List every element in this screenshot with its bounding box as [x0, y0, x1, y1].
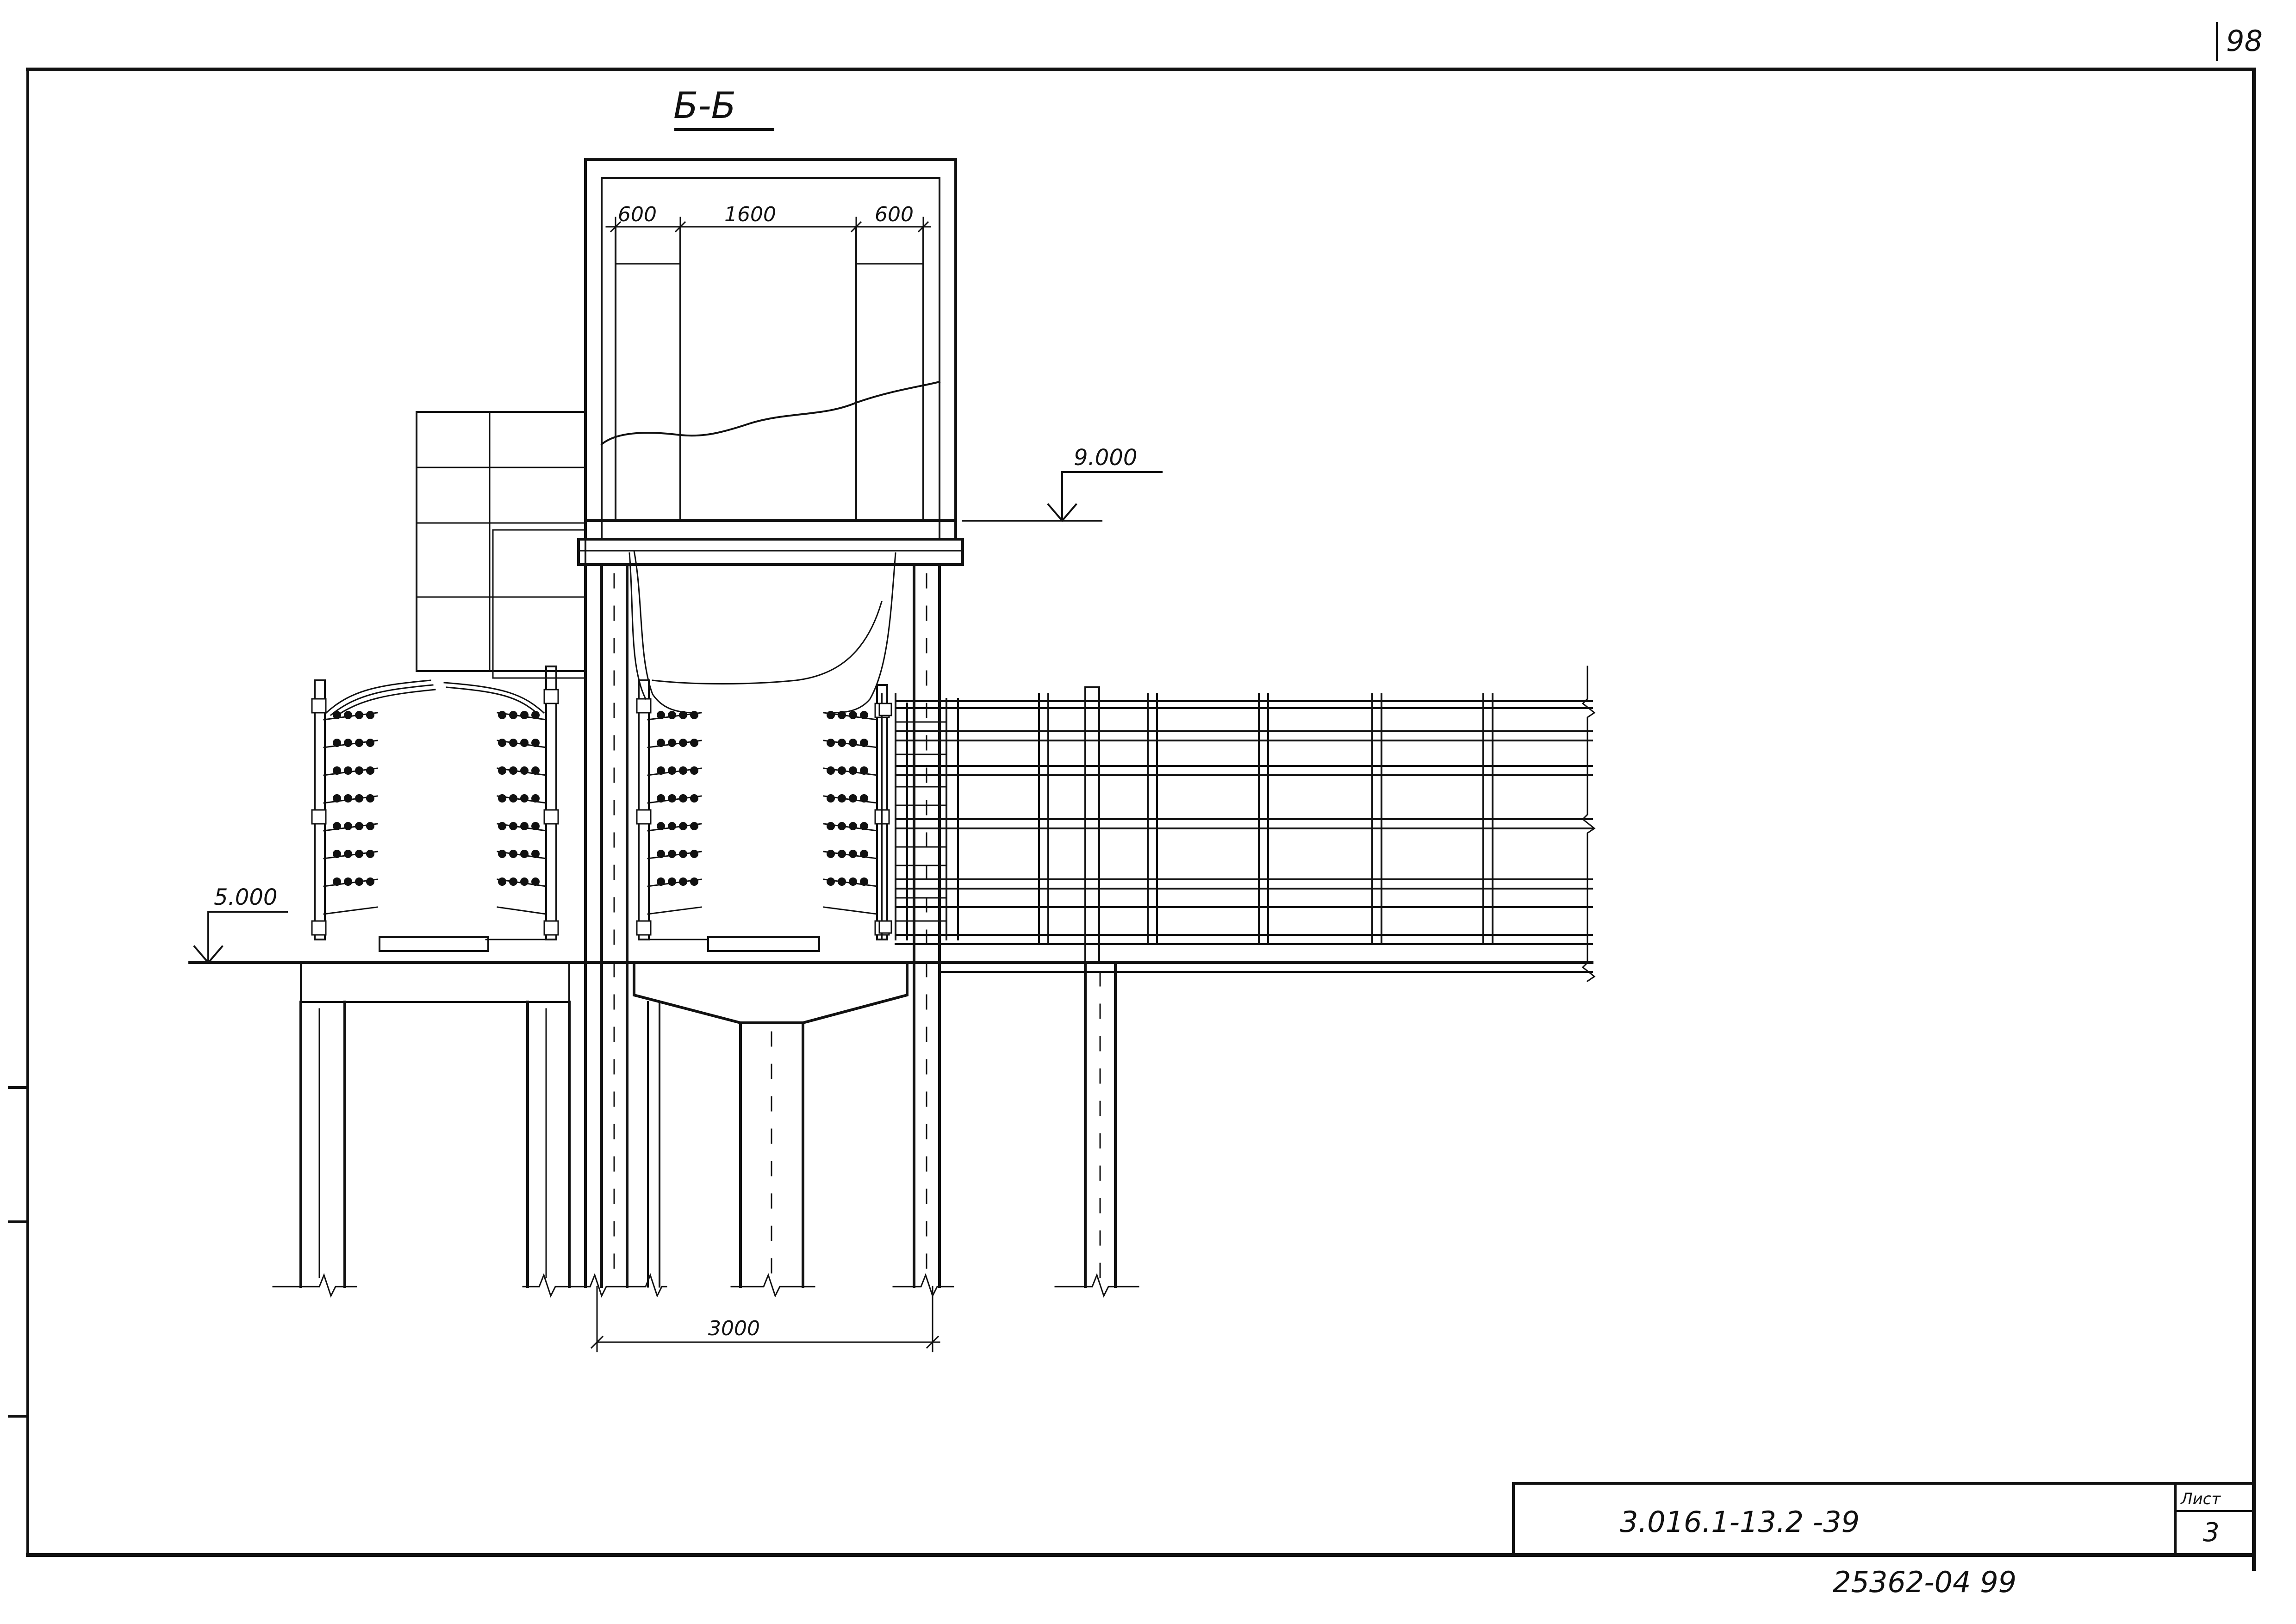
- top-dimension-chain: [605, 217, 931, 237]
- bottom-dimension: [590, 1286, 940, 1352]
- insulator-tier-group-4: [652, 552, 896, 915]
- main-columns: [584, 563, 941, 1288]
- sheet-frame: [8, 22, 2256, 1571]
- level-lower: 5.000: [214, 884, 277, 910]
- dim-top-middle: 1600: [724, 203, 776, 226]
- support-piers: [272, 961, 1139, 1298]
- level-mark-lower: [193, 911, 288, 964]
- sheet-number: 3: [2203, 1518, 2220, 1548]
- insulator-tier-group-3: [628, 550, 702, 915]
- section-title: Б-Б: [673, 85, 736, 127]
- insulator-tier-group-1: [323, 679, 436, 915]
- auxiliary-building: [416, 411, 586, 679]
- sheet-label: Лист: [2180, 1490, 2221, 1508]
- cable-tray-section: [878, 666, 1596, 983]
- corner-sheet-number: 98: [2226, 24, 2263, 58]
- lower-slab: [188, 961, 1593, 1024]
- level-mark-upper: [962, 471, 1163, 522]
- dim-top-left: 600: [618, 203, 657, 226]
- title-block: [1512, 1482, 2255, 1556]
- insulator-tier-group-2: [443, 682, 547, 915]
- archive-number: 25362-04 99: [1833, 1565, 2016, 1599]
- document-code: 3.016.1-13.2 -39: [1620, 1505, 1860, 1539]
- dim-top-right: 600: [875, 203, 914, 226]
- dim-bottom-span: 3000: [708, 1317, 760, 1340]
- level-upper: 9.000: [1074, 445, 1137, 471]
